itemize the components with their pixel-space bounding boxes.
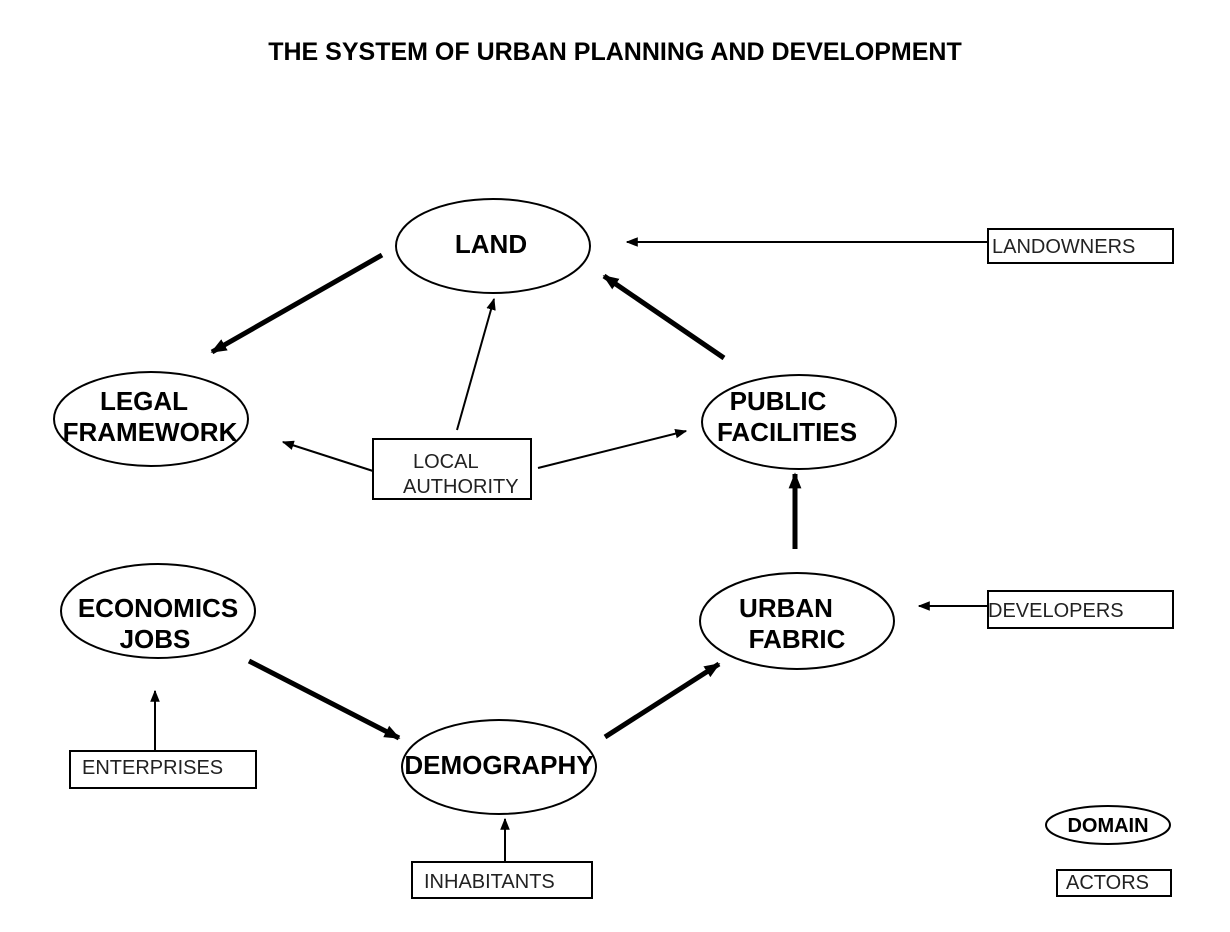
arrow-local-authority-to-land	[456, 297, 496, 431]
economics-jobs-label-line1: ECONOMICS	[78, 593, 238, 623]
public-facilities-label-line1: PUBLIC	[730, 386, 827, 416]
local-authority-label-line2: AUTHORITY	[403, 476, 519, 498]
arrow-public-facilities-to-land	[602, 273, 726, 361]
inhabitants-box	[411, 861, 593, 899]
inhabitants-label: INHABITANTS	[424, 871, 555, 893]
landowners-label: LANDOWNERS	[992, 236, 1135, 258]
legend-actors-box	[1056, 869, 1172, 897]
public-facilities-label-line2: FACILITIES	[717, 417, 857, 447]
developers-label: DEVELOPERS	[988, 600, 1124, 622]
economics-jobs-ellipse	[60, 563, 256, 659]
legend-domain-ellipse	[1045, 805, 1171, 845]
legal-framework-label-line1: LEGAL	[100, 386, 188, 416]
arrow-local-authority-to-public-facilities	[537, 428, 688, 469]
landowners-box	[987, 228, 1174, 264]
local-authority-label-line1: LOCAL	[413, 451, 479, 473]
developers-box	[987, 590, 1174, 629]
diagram-title: THE SYSTEM OF URBAN PLANNING AND DEVELOP…	[268, 38, 962, 66]
urban-fabric-label-line2: FABRIC	[749, 624, 846, 654]
legal-framework-ellipse	[53, 371, 249, 467]
public-facilities-ellipse	[701, 374, 897, 470]
local-authority-box	[372, 438, 532, 500]
demography-label: DEMOGRAPHY	[404, 750, 593, 780]
land-ellipse	[395, 198, 591, 294]
urban-fabric-ellipse	[699, 572, 895, 670]
enterprises-box	[69, 750, 257, 789]
arrow-demography-to-urban-fabric	[603, 661, 721, 740]
legal-framework-label-line2: FRAMEWORK	[63, 417, 238, 447]
legend-domain-label: DOMAIN	[1067, 815, 1148, 837]
arrow-economics-to-demography	[247, 658, 401, 741]
demography-ellipse	[401, 719, 597, 815]
arrow-local-authority-to-legal-framework	[281, 440, 374, 472]
legend-actors-label: ACTORS	[1066, 872, 1149, 894]
arrow-land-to-legal-framework	[210, 252, 384, 355]
enterprises-label: ENTERPRISES	[82, 757, 223, 779]
land-label: LAND	[455, 229, 527, 259]
economics-jobs-label-line2: JOBS	[120, 624, 191, 654]
urban-fabric-label-line1: URBAN	[739, 593, 833, 623]
